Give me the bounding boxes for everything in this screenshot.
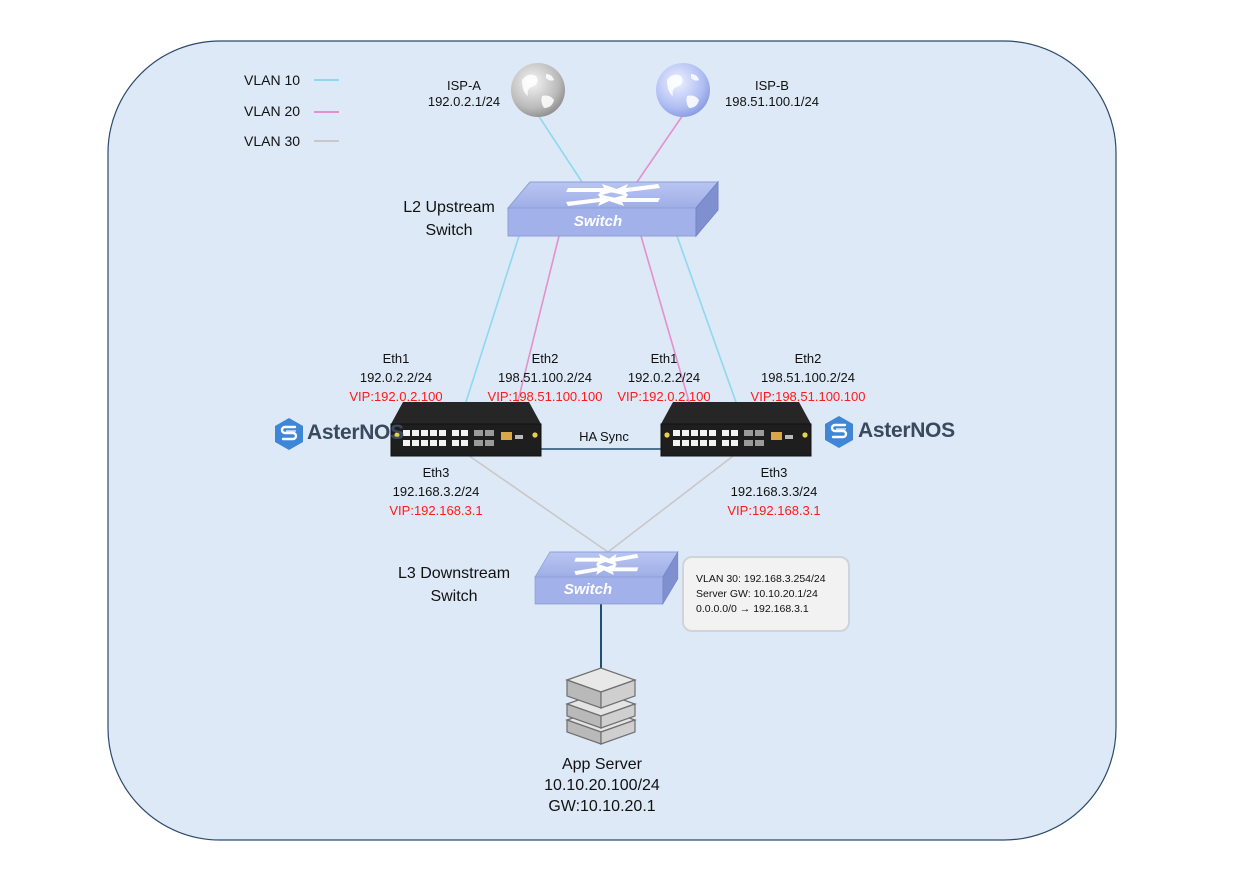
- isp-b-globe-icon: [656, 63, 710, 117]
- downstream-switch-label-line1: L3 Downstream: [397, 565, 511, 582]
- node1-brand: AsterNOS: [307, 421, 404, 445]
- link-upstream-node2-eth1: [640, 235, 691, 406]
- node1-eth2-vip: VIP:198.51.100.100: [487, 389, 603, 404]
- node1-appliance-icon: [390, 401, 542, 457]
- isp-a-label: ISP-A 192.0.2.1/24: [412, 78, 516, 111]
- legend-vlan30-label: VLAN 30: [244, 133, 301, 149]
- link-node2-downstream: [607, 452, 738, 553]
- upstream-switch-label: L2 Upstream Switch: [384, 196, 514, 242]
- node1-eth3-ip: 192.168.3.2/24: [392, 484, 480, 499]
- ha-sync-label: HA Sync: [579, 429, 629, 444]
- node2-eth2-label: Eth2 198.51.100.2/24 VIP:198.51.100.100: [739, 349, 877, 406]
- node2-eth1-vip: VIP:192.0.2.100: [617, 389, 711, 404]
- node2-eth1-ip: 192.0.2.2/24: [627, 370, 701, 385]
- node2-eth3-label: Eth3 192.168.3.3/24 VIP:192.168.3.1: [714, 463, 834, 520]
- isp-b-ip: 198.51.100.1/24: [725, 94, 819, 110]
- legend-vlan30: VLAN 30: [244, 133, 300, 149]
- downstream-switch-icon: Switch: [534, 551, 679, 605]
- node1-eth1-name: Eth1: [382, 351, 410, 366]
- legend-vlan10-label: VLAN 10: [244, 72, 301, 88]
- link-node1-downstream: [464, 452, 609, 553]
- node1-eth1-label: Eth1 192.0.2.2/24 VIP:192.0.2.100: [336, 349, 456, 406]
- node1-eth3-label: Eth3 192.168.3.2/24 VIP:192.168.3.1: [376, 463, 496, 520]
- node2-eth3-name: Eth3: [760, 465, 788, 480]
- link-upstream-node2-eth2: [676, 235, 738, 406]
- node1-eth1-vip: VIP:192.0.2.100: [349, 389, 443, 404]
- link-upstream-node1-eth1: [464, 235, 520, 406]
- node2-eth2-name: Eth2: [794, 351, 822, 366]
- legend-vlan20: VLAN 20: [244, 103, 300, 119]
- node2-appliance-icon: [660, 401, 812, 457]
- node1-eth3-name: Eth3: [422, 465, 450, 480]
- downstream-info-line: VLAN 30: 192.168.3.254/24: [696, 573, 826, 585]
- node1-eth2-ip: 198.51.100.2/24: [498, 370, 592, 385]
- node2-eth2-ip: 198.51.100.2/24: [761, 370, 855, 385]
- app-server-ip: 10.10.20.100/24: [544, 777, 660, 794]
- isp-b-label: ISP-B 198.51.100.1/24: [714, 78, 830, 111]
- upstream-switch-icon: Switch: [507, 181, 719, 237]
- upstream-switch-label-line2: Switch: [425, 222, 473, 239]
- downstream-switch-label-line2: Switch: [430, 588, 478, 605]
- node2-eth3-ip: 192.168.3.3/24: [730, 484, 818, 499]
- downstream-switch-label: L3 Downstream Switch: [380, 562, 528, 608]
- link-ispb-upstream: [636, 114, 684, 183]
- app-server-label: App Server 10.10.20.100/24 GW:10.10.20.1: [520, 754, 684, 817]
- node2-eth2-vip: VIP:198.51.100.100: [750, 389, 866, 404]
- node1-eth2-label: Eth2 198.51.100.2/24 VIP:198.51.100.100: [476, 349, 614, 406]
- downstream-info-line: 0.0.0.0/0 → 192.168.3.1: [696, 603, 809, 615]
- node2-eth1-label: Eth1 192.0.2.2/24 VIP:192.0.2.100: [604, 349, 724, 406]
- node1-eth1-ip: 192.0.2.2/24: [359, 370, 433, 385]
- isp-a-ip: 192.0.2.1/24: [427, 94, 501, 110]
- downstream-info-box: VLAN 30: 192.168.3.254/24 Server GW: 10.…: [682, 556, 850, 632]
- isp-a-globe-icon: [511, 63, 565, 117]
- app-server-icon: [565, 667, 637, 745]
- downstream-switch-face-text: Switch: [564, 581, 612, 598]
- app-server-gw: GW:10.10.20.1: [548, 798, 656, 815]
- upstream-switch-label-line1: L2 Upstream: [403, 199, 495, 216]
- link-upstream-node1-eth2: [516, 235, 560, 406]
- isp-b-name: ISP-B: [755, 78, 789, 93]
- node1-brand-text: AsterNOS: [307, 421, 404, 444]
- node2-brand-text: AsterNOS: [858, 419, 955, 442]
- node1-eth2-name: Eth2: [531, 351, 559, 366]
- node1-eth3-vip: VIP:192.168.3.1: [389, 503, 483, 518]
- upstream-switch-face-text: Switch: [574, 213, 622, 230]
- node2-eth1-name: Eth1: [650, 351, 678, 366]
- network-region: [107, 40, 1117, 841]
- legend-vlan20-label: VLAN 20: [244, 103, 301, 119]
- isp-a-name: ISP-A: [447, 78, 481, 93]
- legend-vlan10: VLAN 10: [244, 72, 300, 88]
- downstream-info-line: Server GW: 10.10.20.1/24: [696, 588, 818, 600]
- node2-eth3-vip: VIP:192.168.3.1: [727, 503, 821, 518]
- link-ispa-upstream: [537, 114, 583, 183]
- app-server-name: App Server: [561, 756, 643, 773]
- node2-brand: AsterNOS: [858, 419, 955, 443]
